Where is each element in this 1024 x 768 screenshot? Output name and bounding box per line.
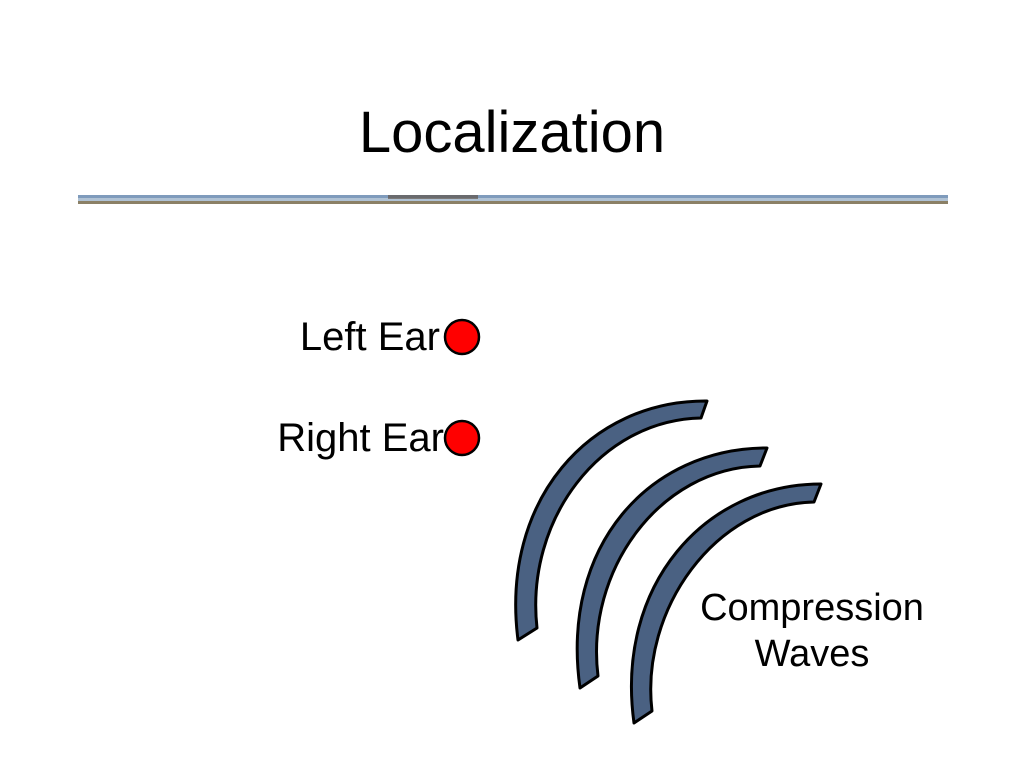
- compression-wave-1: [514, 399, 709, 642]
- slide-title: Localization: [358, 100, 666, 165]
- waves-label-line2: Waves: [754, 633, 870, 675]
- left-ear-dot: [443, 318, 481, 356]
- left-ear-label: Left Ear: [299, 315, 440, 359]
- title-divider: [78, 195, 948, 204]
- compression-wave-3: [629, 482, 823, 725]
- compression-wave-2: [575, 446, 769, 690]
- right-ear-dot: [443, 419, 481, 457]
- compression-waves-label: Compression Waves: [672, 585, 952, 677]
- right-ear-label: Right Ear: [277, 416, 444, 460]
- waves-label-line1: Compression: [700, 587, 924, 629]
